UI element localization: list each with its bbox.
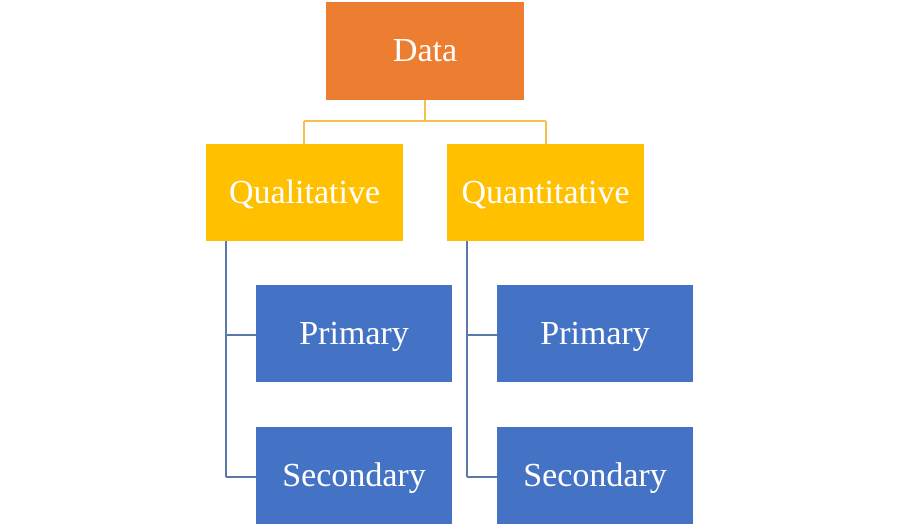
leaf-node-label: Secondary: [523, 456, 667, 494]
leaf-node-quantitative-primary: Primary: [497, 285, 693, 382]
root-connectors: [303, 100, 547, 144]
category-node-qualitative: Qualitative: [206, 144, 403, 241]
leaf-node-label: Primary: [540, 314, 650, 352]
category-node-label: Quantitative: [461, 173, 630, 211]
category-node-quantitative: Quantitative: [447, 144, 644, 241]
leaf-node-qualitative-primary: Primary: [256, 285, 452, 382]
leaf-node-quantitative-secondary: Secondary: [497, 427, 693, 524]
root-node-label: Data: [392, 32, 458, 69]
leaf-node-qualitative-secondary: Secondary: [256, 427, 452, 524]
category-node-label: Qualitative: [228, 173, 381, 211]
leaf-node-label: Secondary: [282, 456, 426, 494]
leaf-node-label: Primary: [299, 314, 409, 352]
qualitative-connectors: [225, 241, 256, 478]
root-node-data: Data: [326, 2, 524, 100]
quantitative-connectors: [466, 241, 497, 478]
